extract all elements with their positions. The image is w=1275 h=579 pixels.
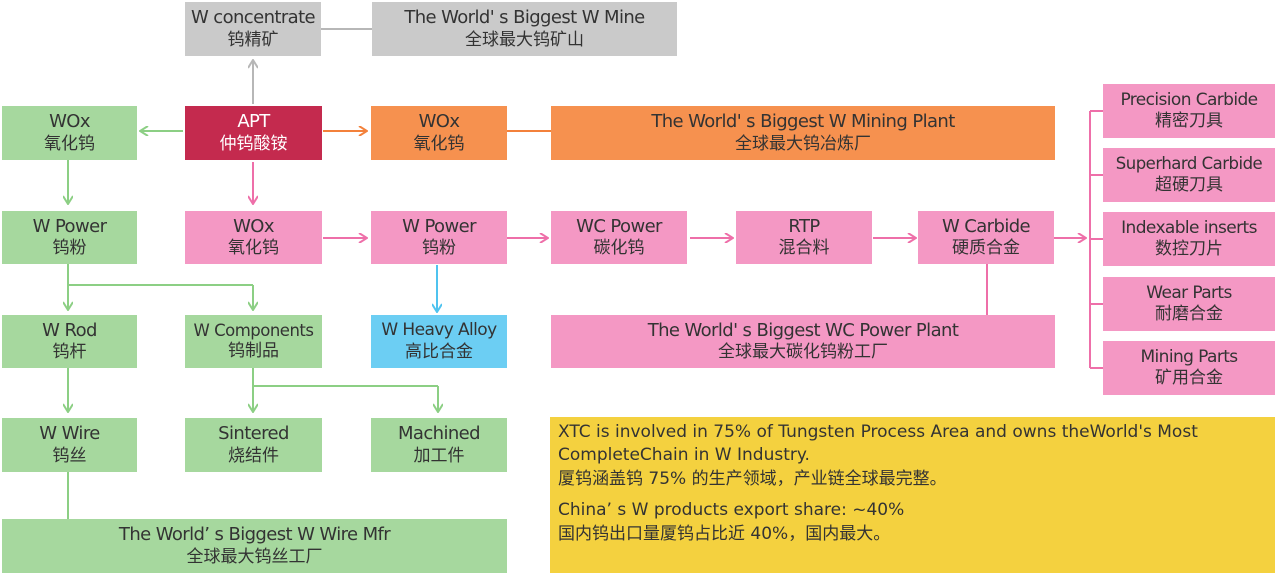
node-wear-parts: Wear Parts 耐磨合金 bbox=[1103, 277, 1275, 331]
node-wc-power: WC Power 碳化钨 bbox=[551, 211, 687, 264]
node-machined: Machined 加工件 bbox=[371, 418, 507, 472]
node-biggest-mine-en: The World' s Biggest W Mine bbox=[404, 7, 645, 29]
node-superhard-carbide: Superhard Carbide 超硬刀具 bbox=[1103, 148, 1275, 202]
node-biggest-wire-mfr: The World’ s Biggest W Wire Mfr 全球最大钨丝工厂 bbox=[2, 519, 507, 573]
node-biggest-mine: The World' s Biggest W Mine 全球最大钨矿山 bbox=[372, 2, 677, 56]
info-panel: XTC is involved in 75% of Tungsten Proce… bbox=[550, 417, 1275, 573]
node-wox-green-en: WOx bbox=[49, 111, 90, 133]
node-apt-zh: 仲钨酸铵 bbox=[219, 133, 288, 154]
node-mining-parts-en: Mining Parts bbox=[1140, 346, 1238, 367]
node-wox-orange-en: WOx bbox=[418, 111, 460, 133]
info-line-2: CompleteChain in W Industry. bbox=[558, 445, 810, 466]
node-wear-parts-zh: 耐磨合金 bbox=[1155, 304, 1223, 324]
node-wc-power-en: WC Power bbox=[576, 215, 662, 237]
node-w-rod-zh: 钨杆 bbox=[52, 342, 87, 363]
node-indexable-inserts-zh: 数控刀片 bbox=[1155, 239, 1223, 259]
node-indexable-inserts: Indexable inserts 数控刀片 bbox=[1103, 212, 1275, 266]
node-w-carbide-en: W Carbide bbox=[941, 215, 1031, 237]
node-biggest-wc-plant-en: The World' s Biggest WC Power Plant bbox=[647, 319, 959, 341]
node-precision-carbide-en: Precision Carbide bbox=[1120, 89, 1258, 110]
node-sintered-zh: 烧结件 bbox=[228, 445, 279, 466]
node-wox-pink-zh: 氧化钨 bbox=[228, 238, 279, 259]
node-wox-green-zh: 氧化钨 bbox=[44, 133, 95, 154]
info-line-1: XTC is involved in 75% of Tungsten Proce… bbox=[558, 422, 1198, 442]
node-w-power-green-en: W Power bbox=[32, 215, 107, 237]
node-indexable-inserts-en: Indexable inserts bbox=[1121, 217, 1257, 238]
node-biggest-wc-plant: The World' s Biggest WC Power Plant 全球最大… bbox=[551, 315, 1055, 368]
node-mining-parts-zh: 矿用合金 bbox=[1155, 368, 1223, 388]
node-w-rod: W Rod 钨杆 bbox=[2, 315, 137, 368]
node-rtp-zh: 混合料 bbox=[778, 238, 830, 259]
node-w-heavy-alloy-zh: 高比合金 bbox=[405, 341, 473, 362]
node-w-components-zh: 钨制品 bbox=[228, 341, 279, 362]
node-wox-pink-en: WOx bbox=[233, 215, 274, 237]
node-wear-parts-en: Wear Parts bbox=[1146, 282, 1232, 303]
node-biggest-wire-mfr-zh: 全球最大钨丝工厂 bbox=[186, 546, 323, 567]
node-w-components: W Components 钨制品 bbox=[185, 315, 322, 368]
node-mining-parts: Mining Parts 矿用合金 bbox=[1103, 341, 1275, 395]
node-apt: APT 仲钨酸铵 bbox=[185, 106, 322, 160]
node-rtp: RTP 混合料 bbox=[736, 211, 872, 264]
node-w-concentrate-zh: 钨精矿 bbox=[227, 29, 279, 50]
node-biggest-mining-plant: The World' s Biggest W Mining Plant 全球最大… bbox=[551, 106, 1055, 160]
node-w-components-en: W Components bbox=[193, 320, 314, 340]
node-precision-carbide-zh: 精密刀具 bbox=[1155, 111, 1223, 131]
node-machined-zh: 加工件 bbox=[413, 445, 465, 466]
node-w-power-green: W Power 钨粉 bbox=[2, 211, 137, 264]
node-w-power-green-zh: 钨粉 bbox=[52, 238, 87, 259]
node-biggest-wire-mfr-en: The World’ s Biggest W Wire Mfr bbox=[118, 524, 391, 546]
info-line-3: 厦钨涵盖钨 75% 的生产领域，产业链全球最完整。 bbox=[558, 468, 947, 489]
node-machined-en: Machined bbox=[398, 423, 481, 445]
node-precision-carbide: Precision Carbide 精密刀具 bbox=[1103, 84, 1275, 138]
node-wox-orange: WOx 氧化钨 bbox=[371, 106, 507, 160]
node-biggest-mine-zh: 全球最大钨矿山 bbox=[465, 29, 584, 50]
node-wox-pink: WOx 氧化钨 bbox=[185, 211, 322, 264]
node-w-power-pink-zh: 钨粉 bbox=[422, 238, 456, 259]
node-w-power-pink-en: W Power bbox=[402, 215, 476, 237]
node-wox-green: WOx 氧化钨 bbox=[2, 106, 137, 160]
node-biggest-mining-plant-zh: 全球最大钨冶炼厂 bbox=[735, 133, 871, 154]
node-w-power-pink: W Power 钨粉 bbox=[371, 211, 507, 264]
node-superhard-carbide-zh: 超硬刀具 bbox=[1155, 174, 1223, 195]
node-wox-orange-zh: 氧化钨 bbox=[413, 133, 465, 154]
node-w-wire: W Wire 钨丝 bbox=[2, 418, 137, 472]
node-w-rod-en: W Rod bbox=[42, 319, 97, 341]
node-biggest-wc-plant-zh: 全球最大碳化钨粉工厂 bbox=[718, 342, 888, 363]
node-biggest-mining-plant-en: The World' s Biggest W Mining Plant bbox=[651, 111, 955, 133]
info-line-4: China’ s W products export share: ~40% bbox=[558, 500, 905, 521]
node-w-carbide-zh: 硬质合金 bbox=[952, 238, 1020, 259]
node-w-wire-zh: 钨丝 bbox=[52, 445, 87, 466]
node-sintered-en: Sintered bbox=[218, 423, 289, 445]
node-w-wire-en: W Wire bbox=[39, 423, 100, 445]
node-rtp-en: RTP bbox=[788, 215, 820, 237]
node-w-carbide: W Carbide 硬质合金 bbox=[918, 211, 1054, 264]
info-line-5: 国内钨出口量厦钨占比近 40%，国内最大。 bbox=[558, 523, 891, 544]
node-w-concentrate: W concentrate 钨精矿 bbox=[185, 2, 321, 56]
node-wc-power-zh: 碳化钨 bbox=[593, 238, 645, 259]
node-sintered: Sintered 烧结件 bbox=[185, 418, 322, 472]
node-w-heavy-alloy: W Heavy Alloy 高比合金 bbox=[371, 315, 507, 368]
node-superhard-carbide-en: Superhard Carbide bbox=[1115, 154, 1263, 174]
node-apt-en: APT bbox=[237, 111, 270, 133]
node-w-concentrate-en: W concentrate bbox=[190, 7, 316, 29]
node-w-heavy-alloy-en: W Heavy Alloy bbox=[381, 320, 497, 341]
